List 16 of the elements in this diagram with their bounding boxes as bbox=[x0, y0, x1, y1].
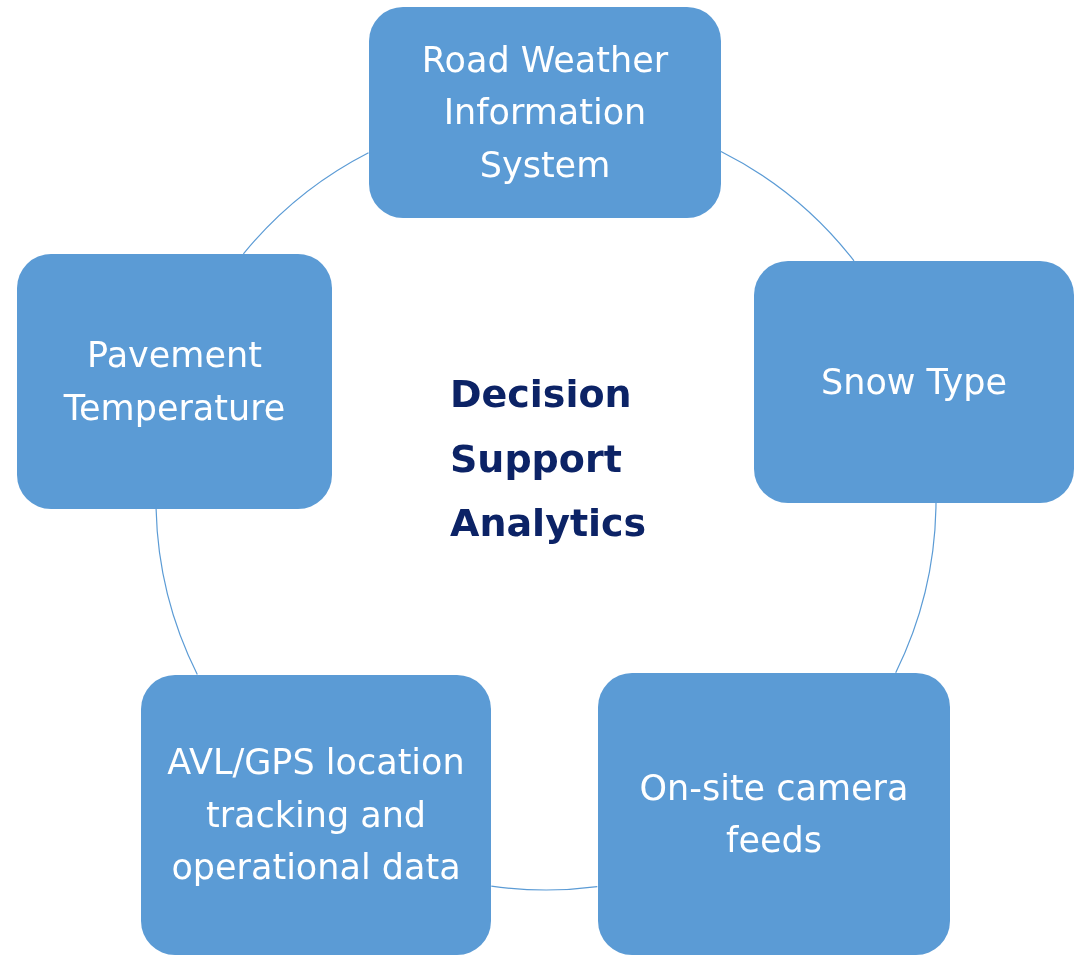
process-box bbox=[369, 7, 721, 218]
connector-arc bbox=[242, 152, 370, 255]
center-title: Decision Support Analytics bbox=[450, 371, 648, 548]
connector-arc bbox=[895, 502, 937, 674]
box-label: On-site camera feeds bbox=[638, 766, 910, 862]
process-box bbox=[754, 261, 1074, 503]
box-label: Pavement Temperature bbox=[62, 334, 287, 430]
process-box bbox=[17, 254, 332, 509]
box-label: Road Weather Information System bbox=[420, 38, 670, 187]
process-box bbox=[141, 675, 491, 955]
connector-arc bbox=[490, 885, 598, 891]
connector-arc bbox=[155, 508, 198, 676]
process-box bbox=[598, 673, 950, 955]
box-label: Snow Type bbox=[821, 360, 1007, 404]
connector-arc bbox=[720, 150, 855, 262]
box-label: AVL/GPS location tracking and operational data bbox=[166, 741, 466, 890]
